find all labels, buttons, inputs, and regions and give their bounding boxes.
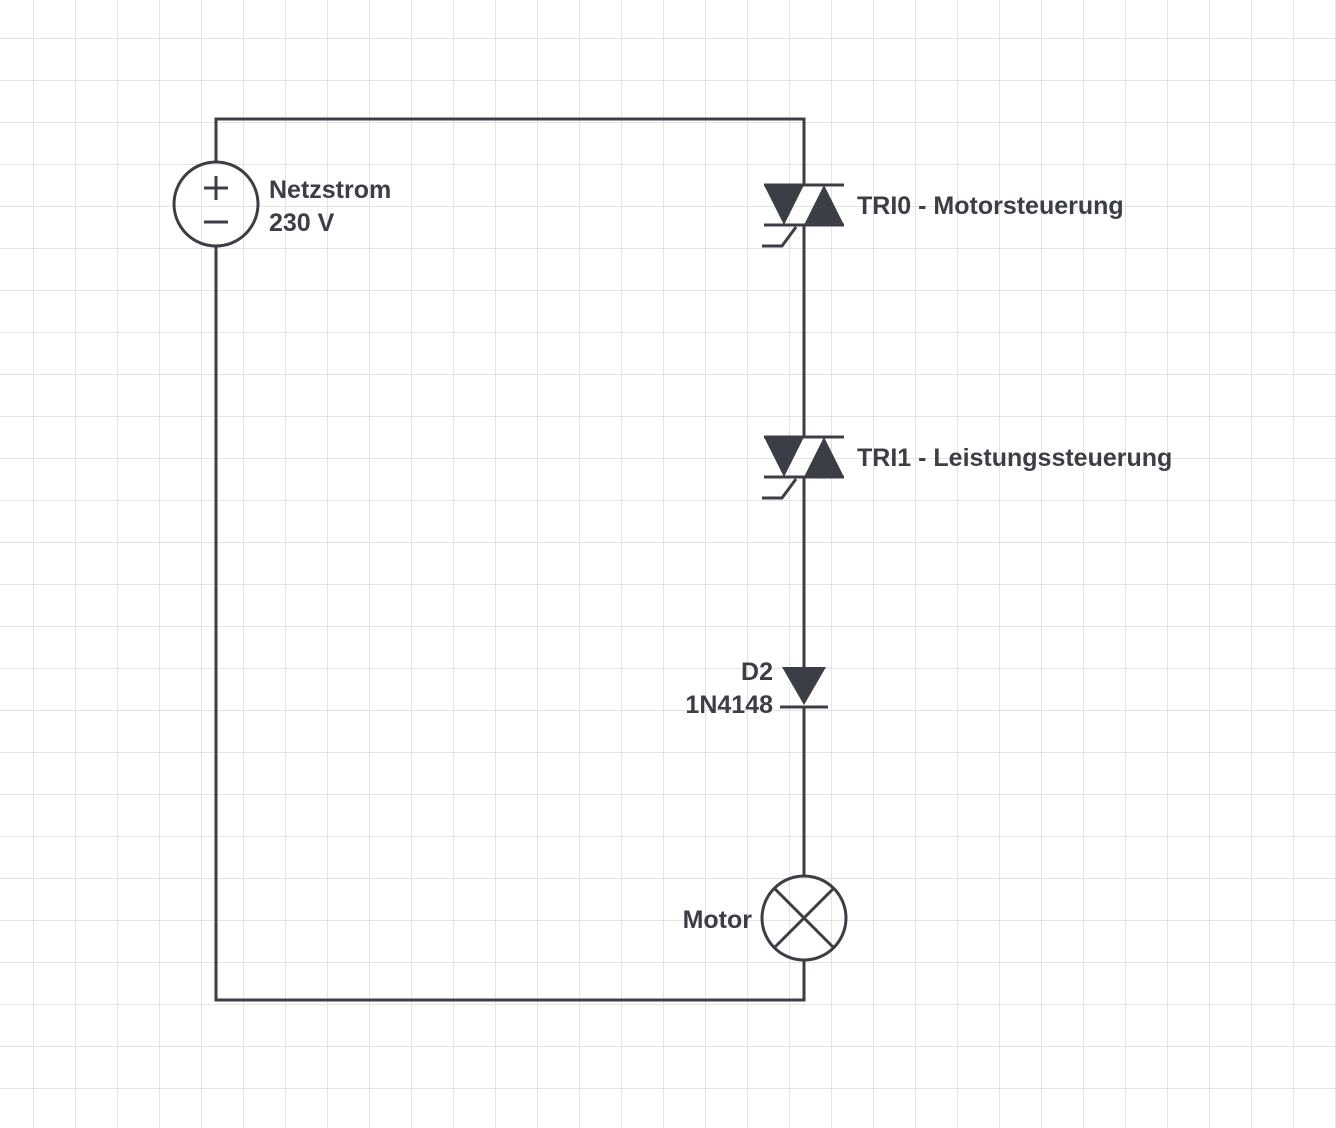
source-label: Netzstrom 230 V bbox=[269, 174, 391, 240]
lamp-icon[interactable] bbox=[760, 874, 848, 962]
triac-icon[interactable] bbox=[762, 183, 844, 248]
diode-label: D2 1N4148 bbox=[600, 656, 773, 722]
triac0-label: TRI0 - Motorsteuerung bbox=[857, 192, 1124, 220]
motor-label: Motor bbox=[682, 906, 752, 934]
source-value: 230 V bbox=[269, 209, 335, 237]
triac-icon[interactable] bbox=[762, 435, 844, 500]
diode-name: D2 bbox=[741, 658, 773, 686]
diode-icon[interactable] bbox=[780, 667, 828, 709]
wire-top bbox=[214, 117, 806, 187]
triac1-label: TRI1 - Leistungssteuerung bbox=[857, 444, 1173, 472]
wire-left bbox=[214, 244, 806, 1002]
source-name: Netzstrom bbox=[269, 176, 392, 204]
dc-voltage-source-icon[interactable] bbox=[172, 160, 260, 248]
diode-value: 1N4148 bbox=[685, 691, 773, 719]
